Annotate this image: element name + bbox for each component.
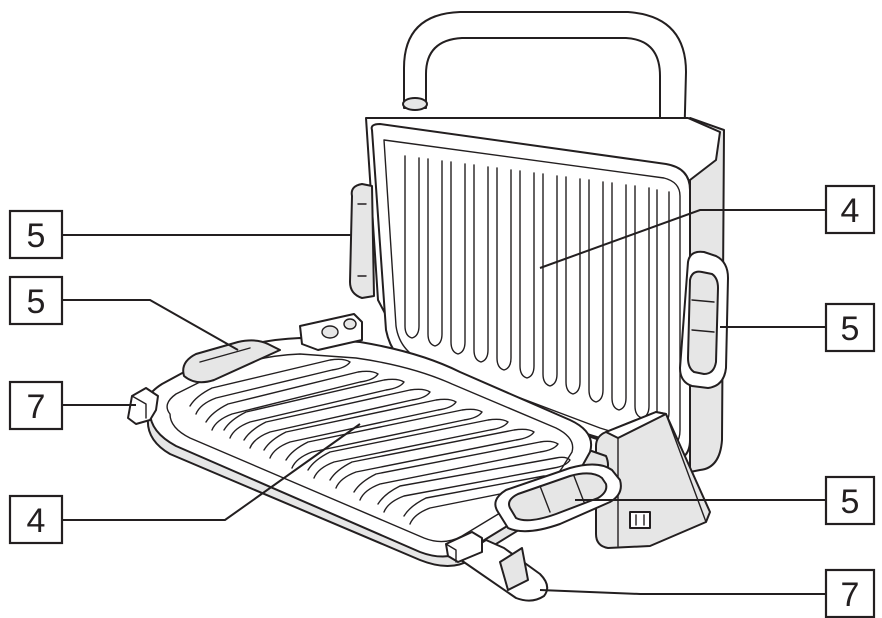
handle-base-left [402,97,428,111]
lower-left-handle [182,339,281,384]
svg-text:4: 4 [841,192,860,230]
svg-text:7: 7 [27,388,46,426]
svg-text:4: 4 [27,502,46,540]
svg-text:5: 5 [841,310,860,348]
callout-lower-left-handle: 5 [8,275,64,326]
leader-lower-left-handle [62,299,239,351]
power-switch [629,511,651,529]
svg-text:5: 5 [27,283,46,321]
leader-front-foot [539,589,826,595]
leader-lower-plate [62,423,361,521]
callout-upper-left-handle: 5 [8,209,64,260]
callout-front-handle: 5 [824,475,876,526]
grill-base [127,313,711,602]
left-foot [127,387,159,425]
svg-text:5: 5 [841,483,860,521]
leader-lines [62,209,826,595]
hinge-block [595,411,711,549]
svg-text:7: 7 [841,576,860,614]
callout-front-foot: 7 [824,568,876,618]
upper-plate-ribs [404,155,670,425]
callout-upper-plate: 4 [824,184,876,235]
callout-left-foot: 7 [8,380,64,431]
leader-upper-plate [539,209,826,269]
svg-text:5: 5 [27,217,46,255]
callout-right-handle: 5 [824,302,876,353]
upper-left-handle [349,183,375,299]
lid-carry-handle [403,11,687,153]
callout-lower-plate: 4 [8,494,64,545]
